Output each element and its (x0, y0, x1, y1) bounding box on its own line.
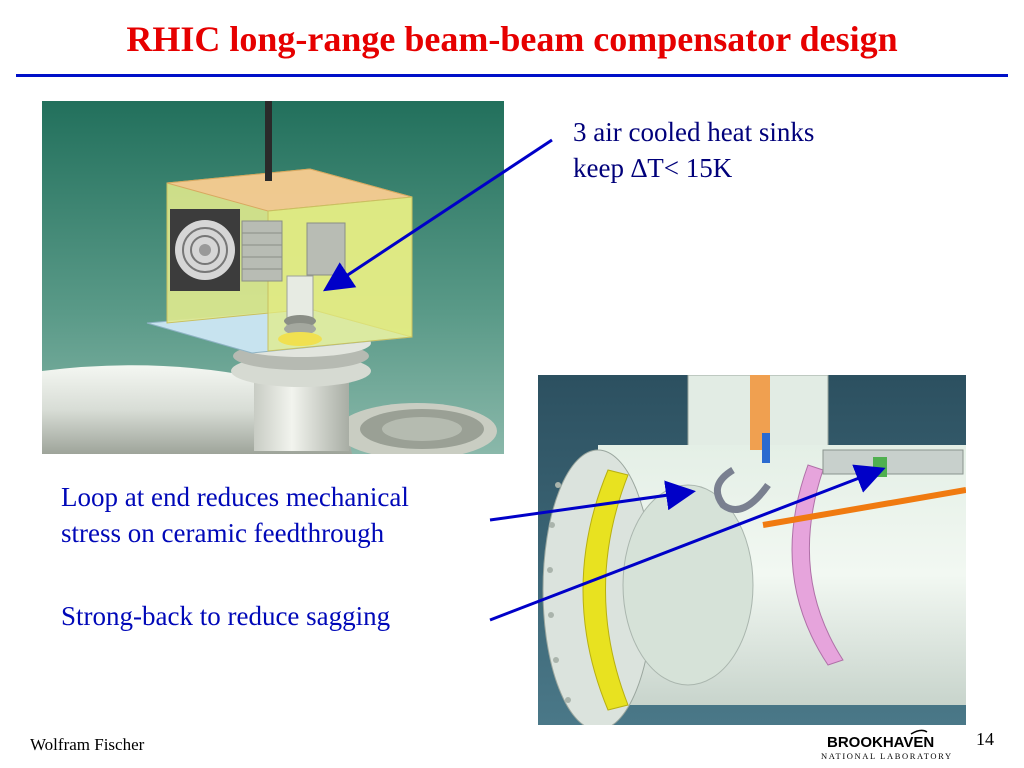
heat-sink-note-line-2: keep ∆T< 15K (573, 153, 733, 183)
compensator-cross-section-image (538, 375, 966, 725)
logo-subtext: NATIONAL LABORATORY (821, 751, 953, 761)
footer-author: Wolfram Fischer (30, 735, 145, 754)
strongback-note: Strong-back to reduce sagging (61, 601, 391, 631)
loop-note-line-1: Loop at end reduces mechanical (61, 482, 409, 512)
heat-sink-assembly-image (42, 101, 504, 454)
loop-note-line-2: stress on ceramic feedthrough (61, 518, 385, 548)
logo-text: BROOKHAVEN (827, 734, 934, 751)
page-number: 14 (976, 729, 994, 749)
heat-sink-note: 3 air cooled heat sinks keep ∆T< 15K (573, 114, 814, 186)
title-rule (16, 74, 1008, 77)
loop-note: Loop at end reduces mechanical stress on… (61, 479, 409, 551)
brookhaven-logo: BROOKHAVEN NATIONAL LABORATORY (821, 729, 953, 761)
heat-sink-note-line-1: 3 air cooled heat sinks (573, 117, 815, 147)
slide-title: RHIC long-range beam-beam compensator de… (126, 19, 898, 59)
